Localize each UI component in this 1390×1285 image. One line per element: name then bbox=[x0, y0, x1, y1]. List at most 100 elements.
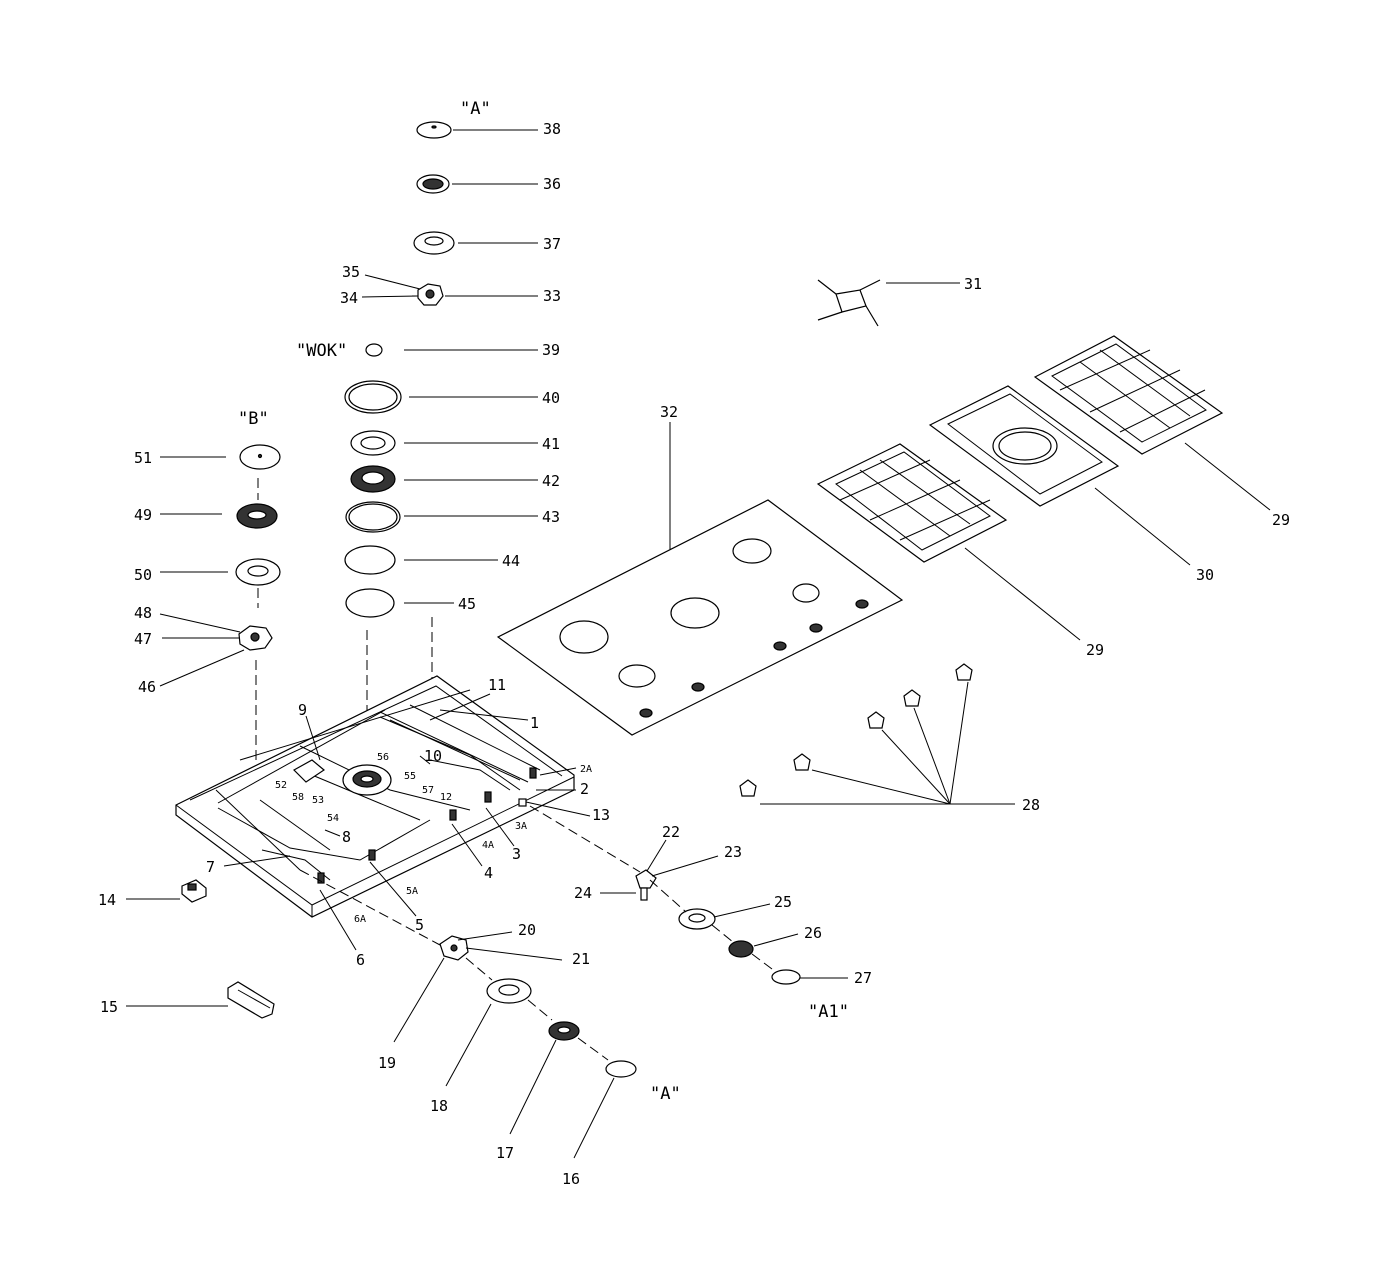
burner-body-19 bbox=[439, 935, 469, 961]
gas-valves bbox=[317, 767, 537, 884]
callout-58: 58 bbox=[292, 792, 304, 803]
callout-2: 2 bbox=[580, 780, 589, 798]
burner-a-bottom-stack bbox=[393, 931, 637, 1159]
burner-cap-38 bbox=[416, 121, 452, 139]
callout-15: 15 bbox=[100, 998, 118, 1016]
callout-38: 38 bbox=[543, 120, 561, 138]
tag-a1: "A1" bbox=[808, 1002, 849, 1022]
callout-17: 17 bbox=[496, 1144, 514, 1162]
igniter-module-14 bbox=[126, 879, 207, 903]
burner-cap-27 bbox=[771, 969, 801, 985]
callout-42: 42 bbox=[542, 472, 560, 490]
callout-28: 28 bbox=[1022, 796, 1040, 814]
callout-54: 54 bbox=[327, 813, 339, 824]
tag-a-bottom: "A" bbox=[650, 1084, 681, 1104]
tag-wok: "WOK" bbox=[296, 341, 347, 361]
burner-a-top-stack bbox=[361, 121, 538, 306]
burner-body-46 bbox=[238, 625, 273, 651]
wok-burner-stack bbox=[344, 343, 538, 760]
callout-6A: 6A bbox=[354, 914, 366, 925]
callout-13: 13 bbox=[592, 806, 610, 824]
callout-10: 10 bbox=[424, 747, 442, 765]
callout-16: 16 bbox=[562, 1170, 580, 1188]
burner-head-26 bbox=[728, 940, 754, 958]
burner-body-33 bbox=[412, 283, 444, 306]
callout-12: 12 bbox=[440, 792, 452, 803]
callout-46: 46 bbox=[138, 678, 156, 696]
callout-11: 11 bbox=[488, 676, 506, 694]
hob-base-tray bbox=[175, 675, 641, 946]
callout-27: 27 bbox=[854, 969, 872, 987]
callout-2A: 2A bbox=[580, 764, 592, 775]
callout-3A: 3A bbox=[515, 821, 527, 832]
callout-39: 39 bbox=[542, 341, 560, 359]
callout-9: 9 bbox=[298, 701, 307, 719]
callout-22: 22 bbox=[662, 823, 680, 841]
callout-5: 5 bbox=[415, 916, 424, 934]
callout-labels: 38 36 37 33 35 34 39 40 41 42 43 44 45 5… bbox=[98, 120, 1290, 1188]
pan-support-29-right bbox=[1033, 335, 1271, 511]
callout-50: 50 bbox=[134, 566, 152, 584]
callout-4: 4 bbox=[484, 864, 493, 882]
gasket-45 bbox=[345, 588, 395, 618]
callout-3: 3 bbox=[512, 845, 521, 863]
callout-35: 35 bbox=[342, 263, 360, 281]
callout-36: 36 bbox=[543, 175, 561, 193]
tag-b: "B" bbox=[238, 409, 269, 429]
callout-25: 25 bbox=[774, 893, 792, 911]
callout-43: 43 bbox=[542, 508, 560, 526]
callout-55: 55 bbox=[404, 771, 416, 782]
control-knobs-28 bbox=[739, 663, 1015, 805]
callout-29-right: 29 bbox=[1272, 511, 1290, 529]
gasket-44 bbox=[344, 545, 396, 575]
callout-21: 21 bbox=[572, 950, 590, 968]
callout-26: 26 bbox=[804, 924, 822, 942]
callout-56: 56 bbox=[377, 752, 389, 763]
pan-support-29-left bbox=[816, 443, 1081, 641]
callout-24: 24 bbox=[574, 884, 592, 902]
callout-45: 45 bbox=[458, 595, 476, 613]
callout-49: 49 bbox=[134, 506, 152, 524]
callout-20: 20 bbox=[518, 921, 536, 939]
callout-51: 51 bbox=[134, 449, 152, 467]
group-tags: "A" "WOK" "B" "A1" "A" bbox=[238, 99, 849, 1104]
burner-cap-16 bbox=[605, 1060, 637, 1078]
callout-7: 7 bbox=[206, 858, 215, 876]
callout-19: 19 bbox=[378, 1054, 396, 1072]
callout-40: 40 bbox=[542, 389, 560, 407]
injector-24 bbox=[635, 869, 657, 901]
callout-1: 1 bbox=[530, 714, 539, 732]
callout-30: 30 bbox=[1196, 566, 1214, 584]
callout-8: 8 bbox=[342, 828, 351, 846]
base-leader-lines bbox=[223, 693, 591, 951]
callout-33: 33 bbox=[543, 287, 561, 305]
callout-6: 6 bbox=[356, 951, 365, 969]
wok-burner-base bbox=[342, 764, 392, 796]
callout-52: 52 bbox=[275, 780, 287, 791]
burner-a1-stack bbox=[600, 839, 848, 985]
callout-14: 14 bbox=[98, 891, 116, 909]
callout-57: 57 bbox=[422, 785, 434, 796]
callout-5A: 5A bbox=[406, 886, 418, 897]
wok-cap-39 bbox=[365, 343, 383, 357]
glass-top-32 bbox=[496, 422, 904, 736]
burner-b-stack bbox=[159, 444, 281, 802]
callout-41: 41 bbox=[542, 435, 560, 453]
callout-37: 37 bbox=[543, 235, 561, 253]
bracket-15 bbox=[126, 981, 275, 1019]
callout-44: 44 bbox=[502, 552, 520, 570]
pan-support-31 bbox=[817, 279, 960, 327]
callout-34: 34 bbox=[340, 289, 358, 307]
callout-4A: 4A bbox=[482, 840, 494, 851]
burner-bracket-52 bbox=[293, 759, 326, 783]
callout-29-left: 29 bbox=[1086, 641, 1104, 659]
callout-32: 32 bbox=[660, 403, 678, 421]
callout-47: 47 bbox=[134, 630, 152, 648]
callout-18: 18 bbox=[430, 1097, 448, 1115]
callout-23: 23 bbox=[724, 843, 742, 861]
tag-a-top: "A" bbox=[460, 99, 491, 119]
callout-53: 53 bbox=[312, 795, 324, 806]
callout-31: 31 bbox=[964, 275, 982, 293]
callout-48: 48 bbox=[134, 604, 152, 622]
